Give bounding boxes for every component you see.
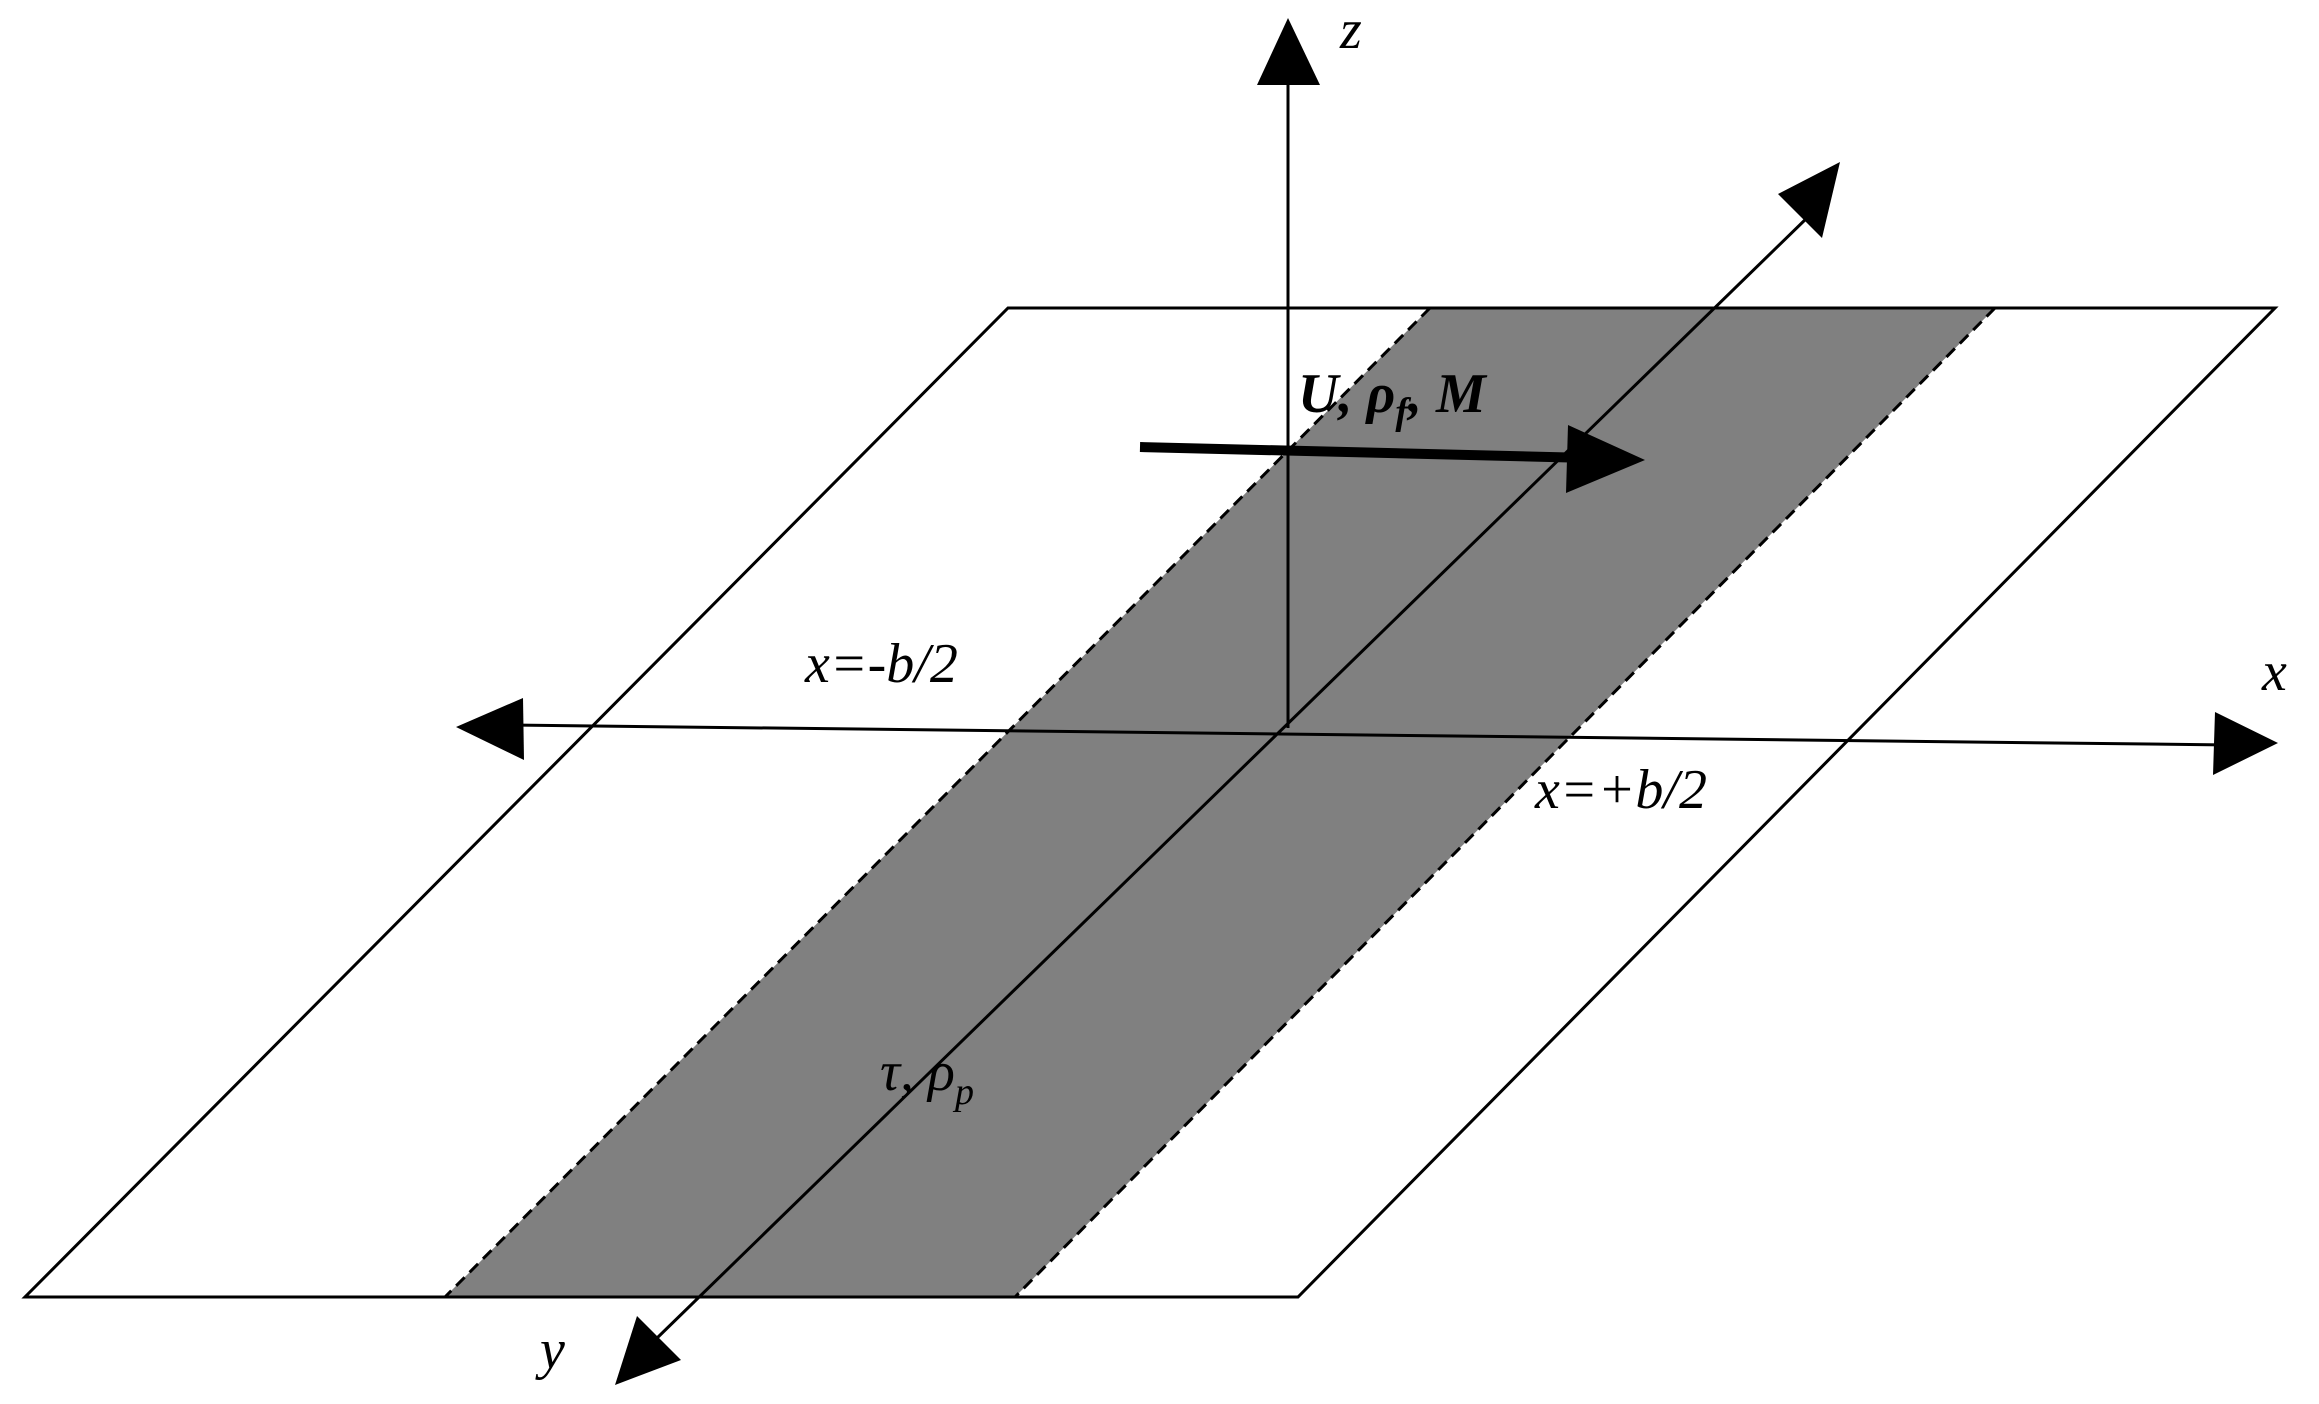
panel-parameters-label: τ, ρp [880,1041,974,1113]
y-axis-line [653,213,1812,1342]
flow-rho-sub: f [1395,391,1411,433]
panel-edge-right [1013,306,1997,1299]
z-axis-arrowhead [1257,18,1320,85]
right-edge-label: x=+b/2 [1534,759,1707,821]
flow-sep1: , [1336,363,1366,425]
y-axis-arrowhead-up [1778,162,1840,238]
x-axis-arrowhead-left [456,698,524,760]
panel-edge-left [443,306,1432,1299]
panel-rho-sub: p [952,1071,974,1113]
flow-rho: ρ [1364,363,1395,425]
flow-arrow-shaft [1139,442,1591,463]
x-axis-line [509,723,2231,747]
x-axis-arrowhead-right [2213,712,2278,775]
y-axis-label: y [535,1319,565,1381]
panel-tau: τ, [880,1041,928,1103]
x-axis-label: x [2261,641,2287,703]
left-edge-label: x=-b/2 [804,633,958,695]
z-axis-label: z [1339,0,1362,61]
y-axis-arrowhead-down [615,1316,681,1385]
flow-M: M [1435,363,1488,425]
flow-parameters-label: U, ρf, M [1298,363,1488,433]
flow-sep2: , [1406,363,1436,425]
panel-rho: ρ [926,1041,955,1103]
flow-arrow-head [1566,425,1645,493]
panel-strip [445,308,1995,1297]
flow-U: U [1298,363,1341,425]
